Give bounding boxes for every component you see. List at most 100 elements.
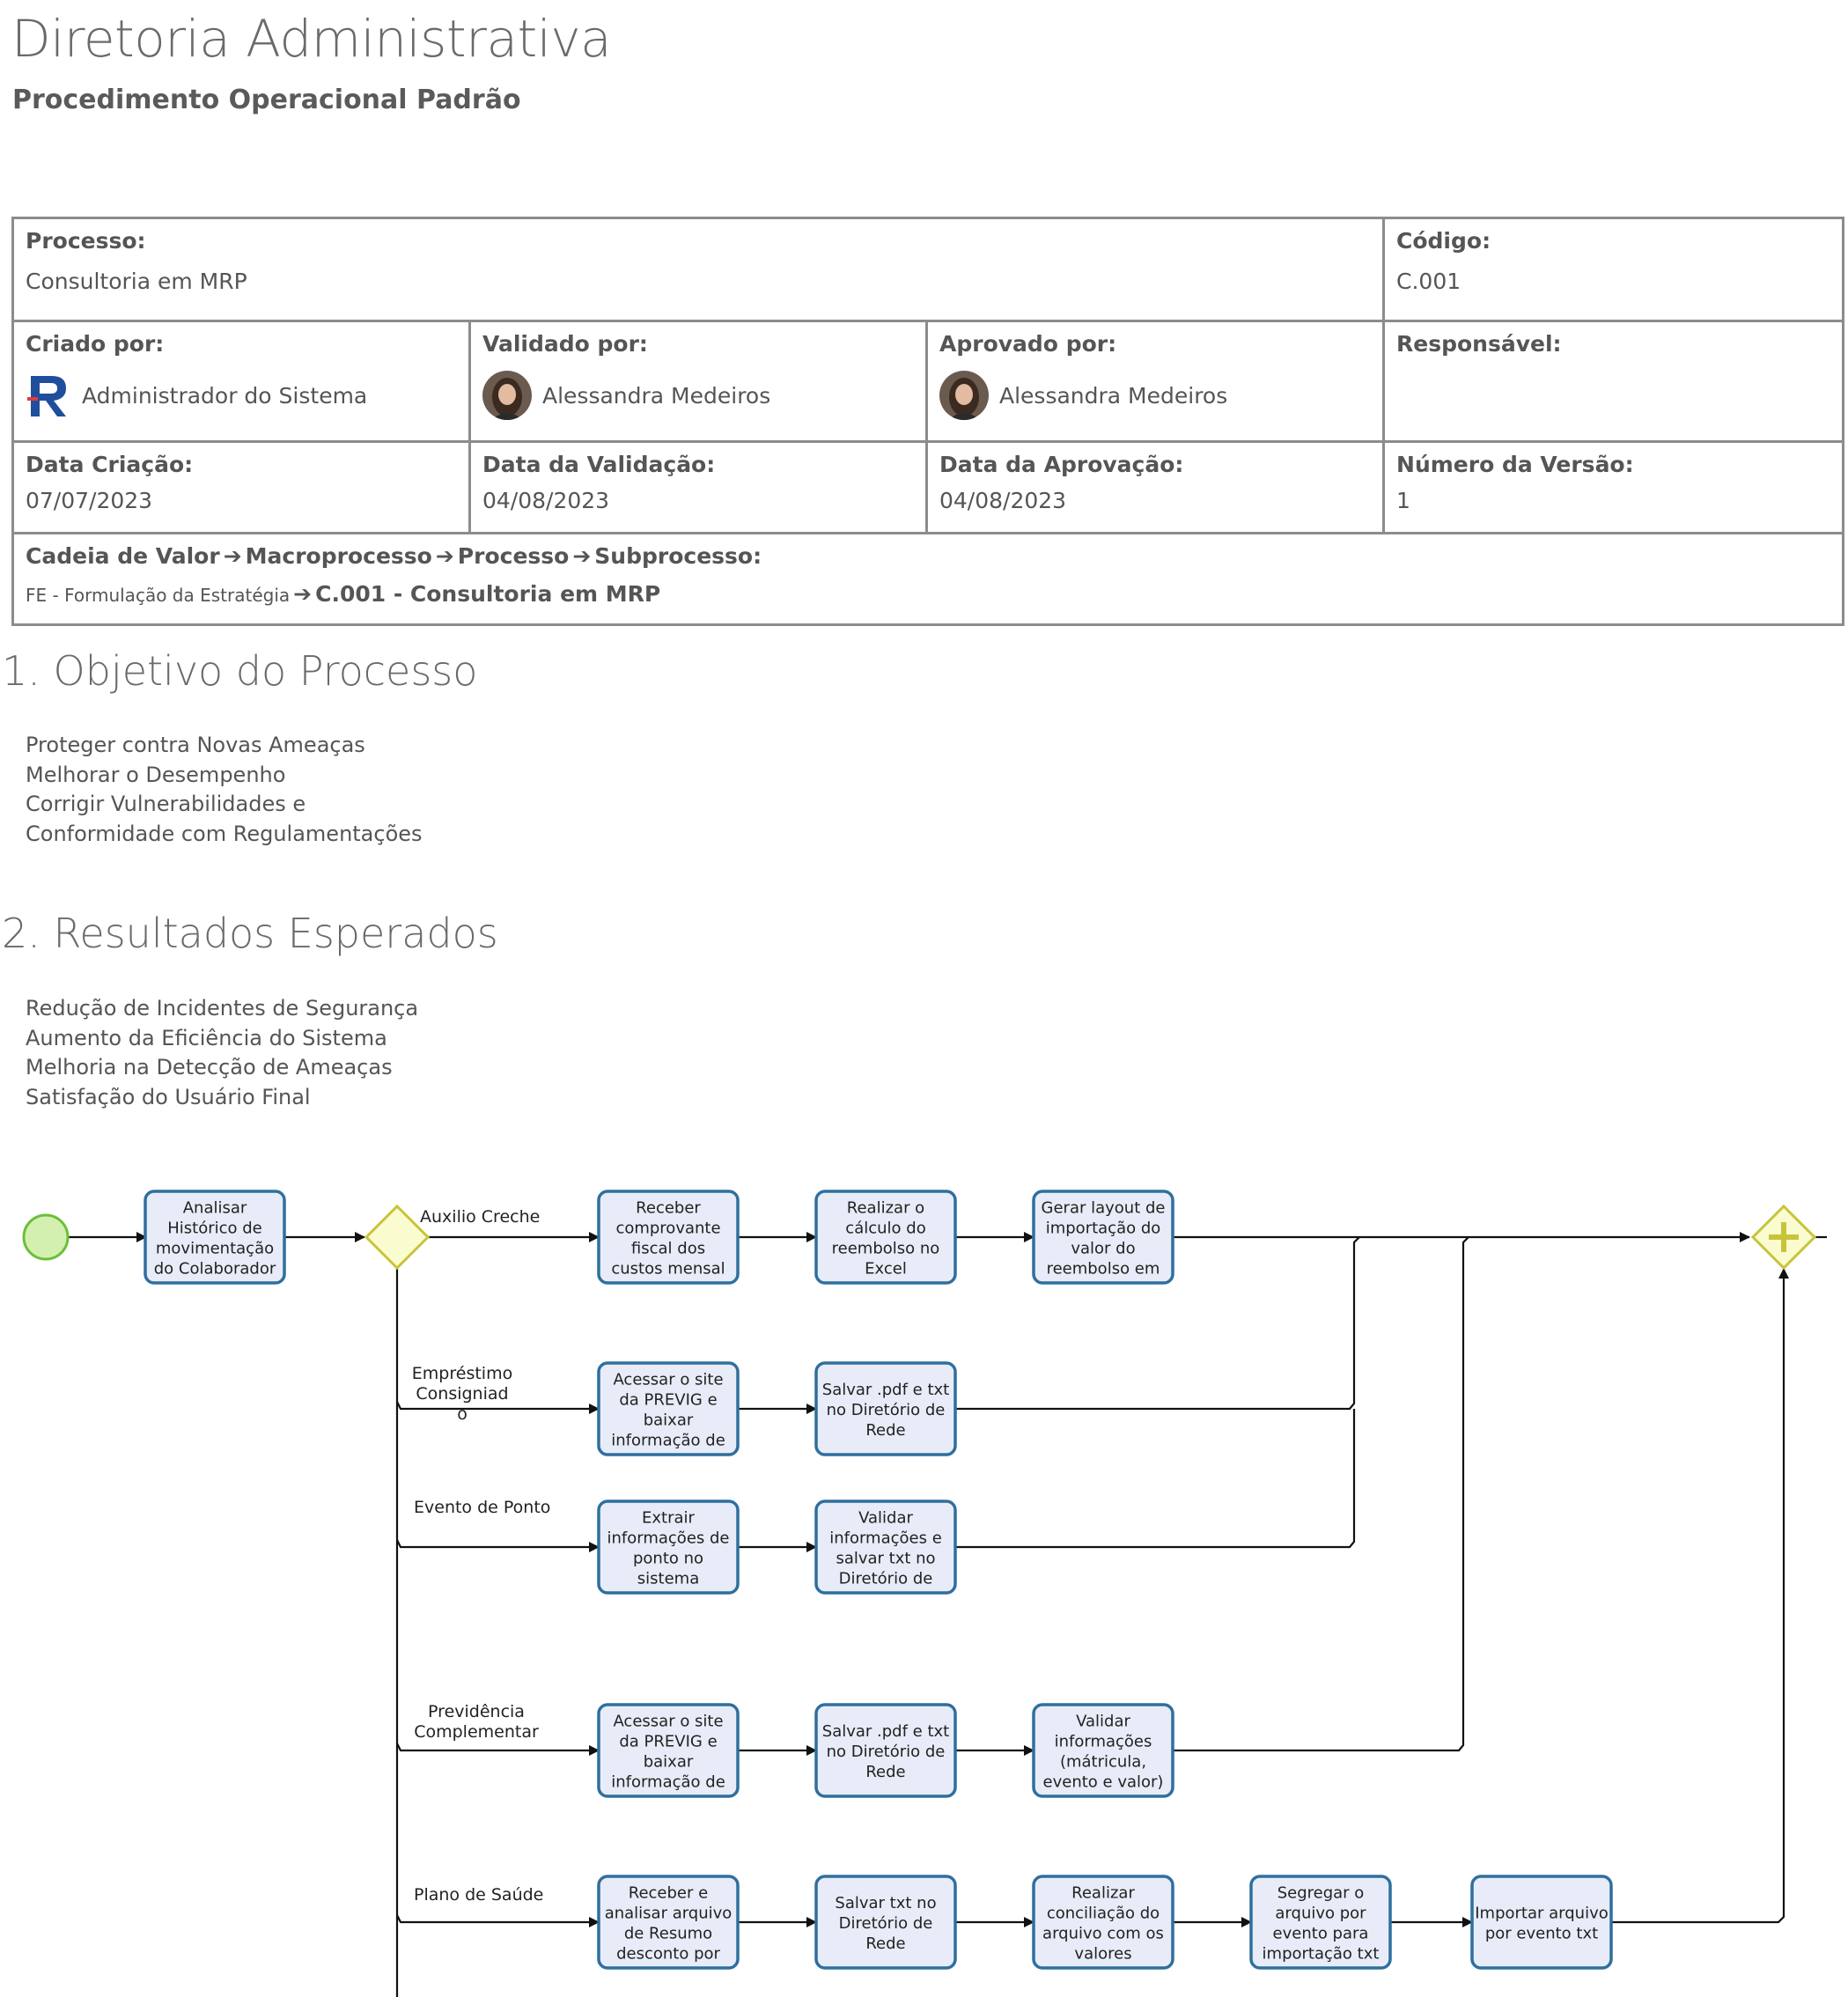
data-validacao-label: Data da Validação: bbox=[482, 452, 716, 477]
system-logo-icon bbox=[27, 376, 66, 416]
task-label: importação do bbox=[1046, 1220, 1161, 1238]
responsavel-cell: Responsável: bbox=[1382, 320, 1845, 443]
task-label: cálculo do bbox=[845, 1220, 925, 1238]
section-1-heading: 1. Objetivo do Processo bbox=[2, 647, 478, 695]
task-label: Realizar o bbox=[847, 1199, 924, 1218]
parallel-gateway-icon bbox=[1750, 1204, 1817, 1271]
section-2-heading: 2. Resultados Esperados bbox=[2, 910, 498, 957]
task-label: Analisar bbox=[183, 1199, 247, 1218]
task-label: arquivo por bbox=[1275, 1905, 1366, 1923]
task-label: arquivo com os bbox=[1042, 1925, 1164, 1943]
arrow-right-icon: ➔ bbox=[572, 543, 592, 569]
task-label: custos mensal bbox=[611, 1260, 725, 1279]
task-label: reembolso em bbox=[1047, 1260, 1160, 1279]
sequence-flow bbox=[955, 1409, 1356, 1549]
page-subtitle: Procedimento Operacional Padrão bbox=[12, 85, 521, 115]
responsavel-label: Responsável: bbox=[1396, 331, 1562, 357]
data-criacao-label: Data Criação: bbox=[26, 452, 194, 477]
validado-cell: Validado por: Alessandra Medeiros bbox=[468, 320, 928, 443]
task-label: informações e bbox=[829, 1529, 942, 1548]
branch-label-ponto: Evento de Ponto bbox=[414, 1498, 550, 1517]
task-label: Histórico de bbox=[167, 1220, 262, 1238]
chain-macro: Macroprocesso bbox=[245, 543, 432, 569]
task-label: baixar bbox=[644, 1411, 694, 1430]
branch-label-previdencia: Previdência bbox=[428, 1702, 525, 1721]
task-label: Receber e bbox=[629, 1884, 708, 1903]
sequence-flow bbox=[1611, 1268, 1789, 1924]
branch-label-emprestimo: Consigniad bbox=[416, 1384, 508, 1404]
task-label: Validar bbox=[858, 1509, 913, 1528]
chain-processo: Processo bbox=[457, 543, 570, 569]
task-label: importação txt bbox=[1263, 1945, 1380, 1964]
processo-cell: Processo: Consultoria em MRP bbox=[11, 217, 1386, 322]
criado-value: Administrador do Sistema bbox=[82, 382, 368, 409]
section-2-list: Redução de Incidentes de Segurança Aumen… bbox=[26, 994, 418, 1112]
start-event-icon bbox=[22, 1213, 70, 1261]
task-label: Segregar o bbox=[1277, 1884, 1365, 1903]
branch-label-previdencia: Complementar bbox=[414, 1722, 539, 1742]
process-info-table: Processo: Consultoria em MRP Código: C.0… bbox=[11, 217, 1845, 626]
avatar-icon bbox=[482, 371, 532, 420]
task-gerar-layout: Gerar layout de importação do valor do reem… bbox=[1032, 1190, 1174, 1285]
section-1-list: Proteger contra Novas Ameaças Melhorar o… bbox=[26, 731, 423, 849]
data-validacao-value: 04/08/2023 bbox=[482, 488, 610, 513]
task-box bbox=[814, 1703, 957, 1798]
task-label: Gerar layout de bbox=[1042, 1199, 1166, 1218]
task-label: Validar bbox=[1076, 1713, 1130, 1731]
task-label: baixar bbox=[644, 1753, 694, 1772]
task-label: valores bbox=[1074, 1945, 1131, 1964]
task-label: da PREVIG e bbox=[619, 1733, 717, 1751]
task-label: Rede bbox=[865, 1421, 905, 1440]
task-label: Excel bbox=[865, 1260, 907, 1279]
chain-value-small[interactable]: FE - Formulação da Estratégia bbox=[26, 585, 291, 606]
data-aprovacao-value: 04/08/2023 bbox=[939, 488, 1067, 513]
validado-value: Alessandra Medeiros bbox=[542, 382, 771, 409]
task-box bbox=[1470, 1875, 1613, 1970]
task-label: Acessar o site bbox=[613, 1371, 723, 1389]
codigo-cell: Código: C.001 bbox=[1382, 217, 1845, 322]
chain-cell: Cadeia de Valor➔Macroprocesso➔Processo➔S… bbox=[11, 532, 1845, 626]
task-label: salvar txt no bbox=[836, 1550, 935, 1568]
chain-value-bold[interactable]: C.001 - Consultoria em MRP bbox=[315, 581, 661, 607]
sequence-flow bbox=[1173, 1236, 1469, 1752]
branch-label-auxilio: Auxilio Creche bbox=[420, 1207, 540, 1227]
task-label: valor do bbox=[1071, 1240, 1135, 1258]
task-box bbox=[1249, 1875, 1392, 1970]
task-box bbox=[597, 1703, 740, 1798]
list-item: Melhorar o Desempenho bbox=[26, 762, 286, 787]
task-label: Acessar o site bbox=[613, 1713, 723, 1731]
task-label: sistema bbox=[637, 1570, 699, 1588]
chain-label: Cadeia de Valor➔Macroprocesso➔Processo➔S… bbox=[26, 543, 1830, 569]
task-box bbox=[597, 1500, 740, 1595]
processo-label: Processo: bbox=[26, 228, 146, 254]
task-box bbox=[814, 1190, 957, 1285]
task-label: Rede bbox=[865, 1763, 905, 1781]
versao-cell: Número da Versão: 1 bbox=[1382, 440, 1845, 534]
task-box bbox=[597, 1875, 740, 1970]
task-label: (mátricula, bbox=[1060, 1753, 1146, 1772]
task-label: Rede bbox=[865, 1934, 905, 1953]
task-label: no Diretório de bbox=[827, 1743, 946, 1761]
task-label: Extrair bbox=[642, 1509, 696, 1528]
list-item: Satisfação do Usuário Final bbox=[26, 1084, 311, 1109]
plus-icon bbox=[1769, 1222, 1799, 1252]
sequence-flow bbox=[396, 1401, 600, 1414]
list-item: Corrigir Vulnerabilidades e bbox=[26, 792, 306, 816]
task-label: no Diretório de bbox=[827, 1401, 946, 1419]
task-label: comprovante bbox=[615, 1220, 720, 1238]
task-box bbox=[814, 1361, 957, 1456]
aprovado-cell: Aprovado por: Alessandra Medeiros bbox=[924, 320, 1386, 443]
branch-label-emprestimo: Empréstimo bbox=[412, 1364, 512, 1383]
task-label: conciliação do bbox=[1047, 1905, 1160, 1923]
task-box bbox=[1032, 1190, 1174, 1285]
task-label: Diretório de bbox=[839, 1914, 933, 1933]
sequence-flow bbox=[396, 1539, 600, 1552]
